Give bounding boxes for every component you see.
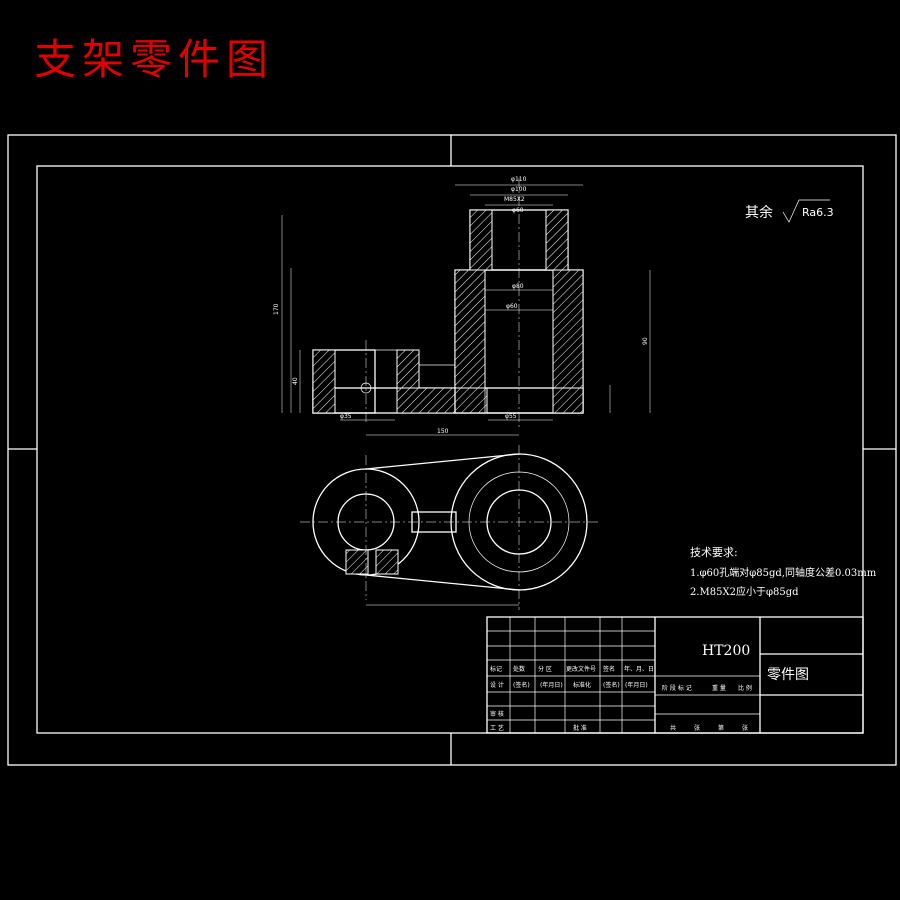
tb-h-2: 分 区 [538,665,552,673]
dim-bottom-left: φ35 [340,413,352,420]
dim-top-overall: φ110 [511,176,527,183]
tech-item-2: 2.M85X2应小于φ85gd [690,585,799,598]
dim-top-flange: φ100 [511,186,527,193]
dim-bore-top: φ60 [512,207,524,214]
front-section-view [281,178,651,436]
roughness-value: Ra6.3 [802,206,834,219]
tb-d-1: (签名) [513,681,530,689]
dim-height-total: 170 [273,303,280,315]
roughness-note: 其余 Ra6.3 [745,199,834,223]
dim-height-left: 40 [292,377,299,385]
tb-d-2: (年月日) [540,681,563,689]
dim-bottom-right: φ55 [505,413,517,420]
dim-bore-mid: φ80 [512,283,524,290]
dim-thread: M85X2 [504,196,525,203]
tb-drawing-name: 零件图 [767,667,809,683]
tb-d-4: (签名) [603,681,620,689]
tb-h-4: 签名 [603,665,615,673]
outer-border [7,134,897,766]
dim-height-mid: 90 [642,337,649,345]
tb-h-0: 标记 [490,665,502,673]
top-view [300,445,600,610]
tb-h-5: 年、月、日 [624,665,654,673]
tb-material: HT200 [702,643,750,659]
dim-bore-low: φ60 [506,303,518,310]
title-block: HT200 零件图 标记 处数 分 区 更改文件号 签名 年、月、日 设 计 (… [486,616,864,734]
tb-sh-3: 张 [742,724,748,732]
dim-center-dist: 150 [437,428,449,435]
tb-d-0: 设 计 [490,681,504,689]
tb-approve: 批 准 [573,724,587,732]
centering-marks [7,134,897,766]
tb-d-5: (年月日) [625,681,648,689]
front-dim-labels: φ110 φ100 M85X2 φ60 φ80 φ60 φ35 φ55 150 … [273,176,649,435]
tb-d-3: 标准化 [573,681,591,689]
roughness-prefix: 其余 [745,204,773,221]
tb-sh-1: 张 [694,724,700,732]
tb-s-0: 阶 段 标 记 [662,684,692,692]
tech-heading: 技术要求: [690,546,738,559]
tb-s-1: 重 量 [712,684,726,692]
tb-review: 审 核 [490,710,504,718]
tb-s-2: 比 例 [738,684,752,692]
tech-requirements: 技术要求: 1.φ60孔端对φ85gd,同轴度公差0.03mm 2.M85X2应… [690,546,877,598]
tb-h-1: 处数 [513,665,525,673]
tech-item-1: 1.φ60孔端对φ85gd,同轴度公差0.03mm [690,566,877,579]
tb-process: 工 艺 [490,724,504,732]
tb-sh-2: 第 [718,724,724,732]
tb-sh-0: 共 [670,724,676,732]
page-title: 支架零件图 [34,35,275,84]
tb-h-3: 更改文件号 [566,665,596,673]
